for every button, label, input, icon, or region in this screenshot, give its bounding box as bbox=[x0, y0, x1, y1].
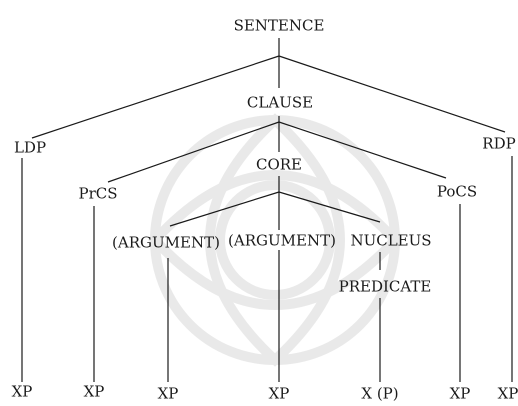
node-predicate: PREDICATE bbox=[338, 277, 432, 296]
edge-sentence-ldp bbox=[31, 55, 280, 139]
edge-core-argument-1 bbox=[169, 191, 280, 227]
leaf-xp-3: XP bbox=[157, 384, 179, 403]
node-prcs: PrCS bbox=[78, 184, 118, 203]
node-clause: CLAUSE bbox=[246, 93, 314, 112]
leaf-xp-1: XP bbox=[11, 382, 33, 401]
node-core: CORE bbox=[255, 155, 303, 174]
edge-sentence-rdp bbox=[278, 55, 506, 133]
leaf-xp-5: X (P) bbox=[361, 384, 399, 403]
tree-edges bbox=[21, 38, 513, 382]
watermark-rosette bbox=[148, 113, 402, 367]
node-pocs: PoCS bbox=[436, 182, 478, 201]
node-ldp: LDP bbox=[13, 138, 47, 157]
node-argument-1: (ARGUMENT) bbox=[112, 233, 220, 252]
leaf-xp-4: XP bbox=[268, 384, 290, 403]
leaf-xp-2: XP bbox=[83, 382, 105, 401]
edge-core-nucleus bbox=[278, 191, 381, 223]
watermark-petal-horizontal bbox=[148, 170, 402, 310]
node-argument-2: (ARGUMENT) bbox=[228, 231, 336, 250]
edge-clause-prcs bbox=[107, 121, 280, 183]
watermark-petal-vertical bbox=[205, 113, 345, 367]
edge-clause-pocs bbox=[278, 121, 447, 179]
leaf-xp-6: XP bbox=[449, 384, 471, 403]
node-rdp: RDP bbox=[482, 134, 516, 153]
watermark-ring-inner bbox=[215, 180, 335, 300]
node-nucleus: NUCLEUS bbox=[350, 231, 432, 250]
leaf-xp-7: XP bbox=[497, 384, 518, 403]
node-sentence: SENTENCE bbox=[233, 16, 325, 35]
